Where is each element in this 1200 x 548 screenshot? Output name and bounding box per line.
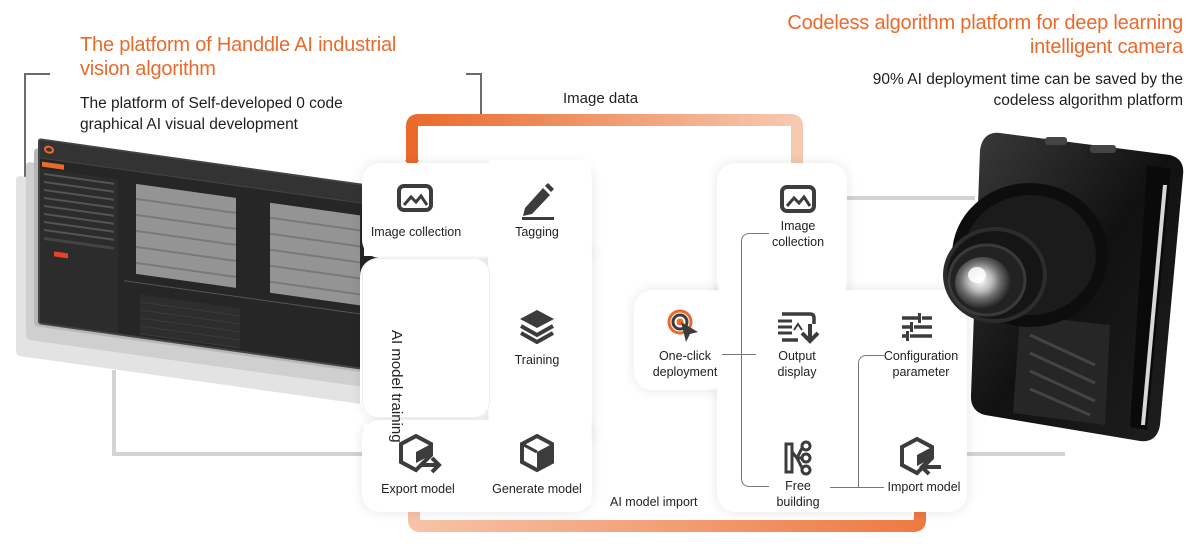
node-generate-model: Generate model <box>492 482 582 496</box>
connector-line <box>965 452 1065 456</box>
right-subtitle: 90% AI deployment time can be saved by t… <box>872 71 1183 109</box>
flow-building-icon <box>784 440 812 476</box>
node-free-building: Free building <box>776 479 820 509</box>
export-cube-icon <box>399 433 442 474</box>
target-cursor-icon <box>667 309 698 342</box>
tree-line <box>722 354 756 355</box>
tree-line <box>741 233 769 487</box>
connector-line <box>845 196 975 200</box>
image-data-arrow <box>406 114 803 163</box>
import-cube-icon <box>900 436 941 476</box>
image-data-label: Image data <box>563 90 639 107</box>
left-bracket <box>24 73 50 181</box>
software-screenshot <box>12 138 378 405</box>
node-configuration-parameter: Configuration parameter <box>883 349 959 379</box>
image-icon <box>780 185 816 213</box>
node-import-model: Import model <box>887 480 961 494</box>
right-title: Codeless algorithm platform for deep lea… <box>787 12 1183 58</box>
left-title: The platform of Handdle AI industrial vi… <box>80 34 397 80</box>
smart-camera-image <box>943 132 1184 442</box>
tree-line <box>858 355 884 487</box>
output-display-icon <box>778 312 820 344</box>
ai-model-import-arrow <box>408 512 926 532</box>
ai-model-training-label: AI model training <box>388 330 405 443</box>
left-subtitle: The platform of Self-developed 0 code gr… <box>80 95 343 133</box>
connector-line <box>112 370 116 456</box>
node-tagging: Tagging <box>515 225 559 239</box>
node-image-collection: Image collection <box>370 225 462 239</box>
image-icon <box>397 184 433 212</box>
layers-icon <box>520 310 554 344</box>
pencil-icon <box>522 183 554 220</box>
right-bracket <box>466 73 482 117</box>
node-training: Training <box>514 353 560 367</box>
node-export-model: Export model <box>381 482 455 496</box>
node-one-click-deployment: One-click deployment <box>652 349 718 379</box>
connector-line <box>112 452 364 456</box>
node-camera-image-collection: Image collection <box>771 219 825 249</box>
ai-model-import-label: AI model import <box>610 495 698 509</box>
node-output-display: Output display <box>777 349 817 379</box>
sliders-icon <box>902 313 932 341</box>
tree-line <box>830 487 884 488</box>
cube-icon <box>520 433 554 473</box>
